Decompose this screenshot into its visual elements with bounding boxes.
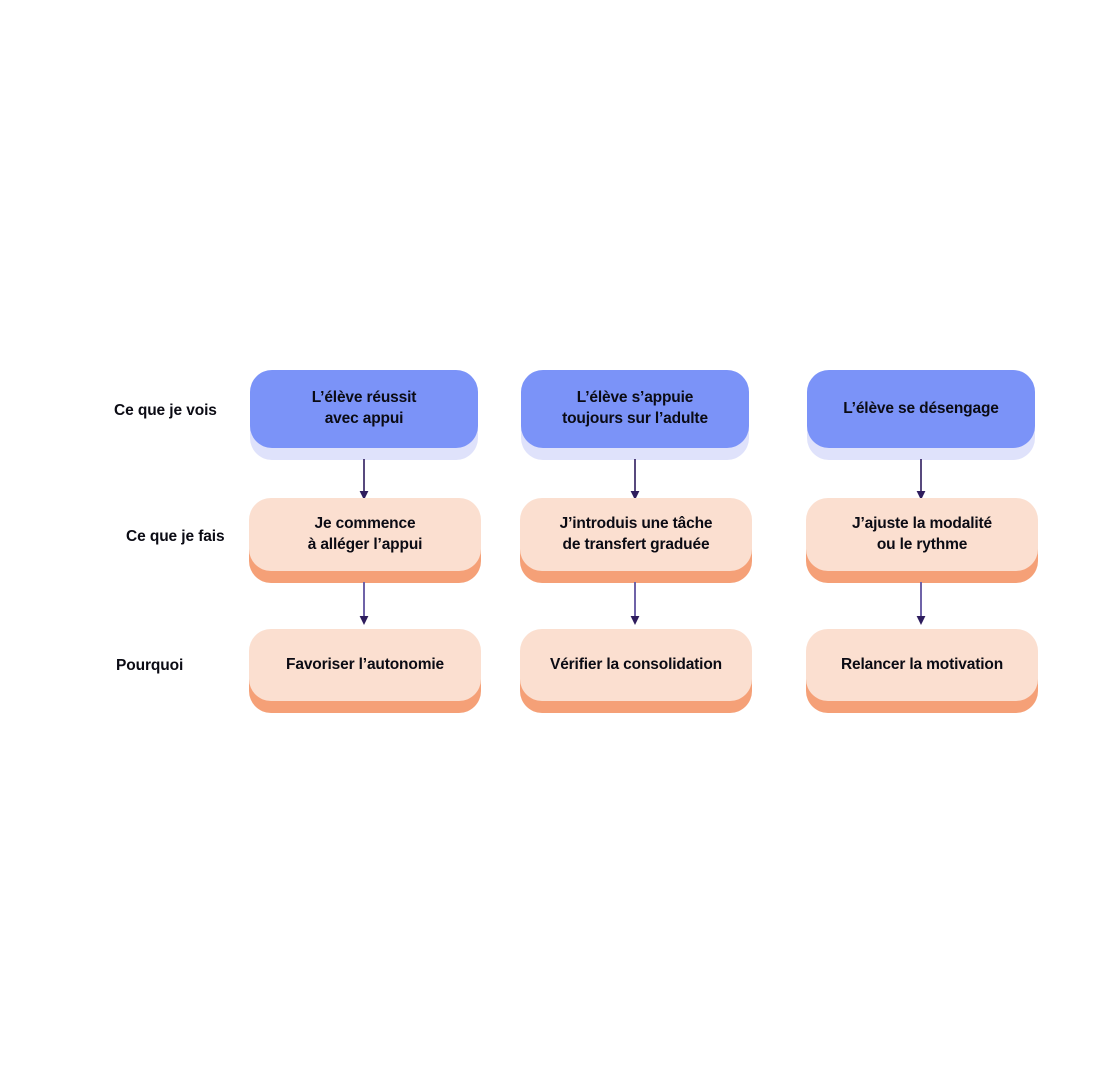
node-face: L’élève se désengage — [807, 370, 1035, 448]
node-see-col-1[interactable]: L’élève réussit avec appui — [250, 370, 478, 460]
node-face: J’ajuste la modalité ou le rythme — [806, 498, 1038, 571]
node-label: L’élève réussit avec appui — [311, 389, 417, 427]
node-do-col-3[interactable]: J’ajuste la modalité ou le rythme — [806, 498, 1038, 583]
node-face: L’élève s’appuie toujours sur l’adulte — [521, 370, 749, 448]
row-label-ce-que-je-fais: Ce que je fais — [126, 528, 225, 545]
node-do-col-2[interactable]: J’introduis une tâche de transfert gradu… — [520, 498, 752, 583]
node-label: L’élève s’appuie toujours sur l’adulte — [562, 389, 708, 427]
row-label-pourquoi: Pourquoi — [116, 657, 184, 674]
node-label: J’introduis une tâche de transfert gradu… — [559, 514, 713, 553]
connector-col-1-see-to-do — [357, 459, 371, 501]
node-why-col-2[interactable]: Vérifier la consolidation — [520, 629, 752, 713]
node-face: Je commence à alléger l’appui — [249, 498, 481, 571]
node-face: Relancer la motivation — [806, 629, 1038, 701]
node-label: Vérifier la consolidation — [550, 655, 722, 673]
node-see-col-3[interactable]: L’élève se désengage — [807, 370, 1035, 460]
node-why-col-3[interactable]: Relancer la motivation — [806, 629, 1038, 713]
node-face: J’introduis une tâche de transfert gradu… — [520, 498, 752, 571]
connector-col-3-see-to-do — [914, 459, 928, 501]
node-label: Je commence à alléger l’appui — [307, 514, 423, 553]
node-do-col-1[interactable]: Je commence à alléger l’appui — [249, 498, 481, 583]
node-face: L’élève réussit avec appui — [250, 370, 478, 448]
node-label: Relancer la motivation — [840, 655, 1004, 673]
connector-col-2-see-to-do — [628, 459, 642, 501]
connector-col-3-do-to-why — [914, 582, 928, 626]
node-label: Favoriser l’autonomie — [286, 655, 444, 673]
node-face: Vérifier la consolidation — [520, 629, 752, 701]
node-why-col-1[interactable]: Favoriser l’autonomie — [249, 629, 481, 713]
node-see-col-2[interactable]: L’élève s’appuie toujours sur l’adulte — [521, 370, 749, 460]
node-face: Favoriser l’autonomie — [249, 629, 481, 701]
node-label: L’élève se désengage — [843, 399, 999, 417]
connector-col-1-do-to-why — [357, 582, 371, 626]
connector-col-2-do-to-why — [628, 582, 642, 626]
row-label-ce-que-je-vois: Ce que je vois — [114, 402, 217, 419]
node-label: J’ajuste la modalité ou le rythme — [852, 514, 992, 553]
